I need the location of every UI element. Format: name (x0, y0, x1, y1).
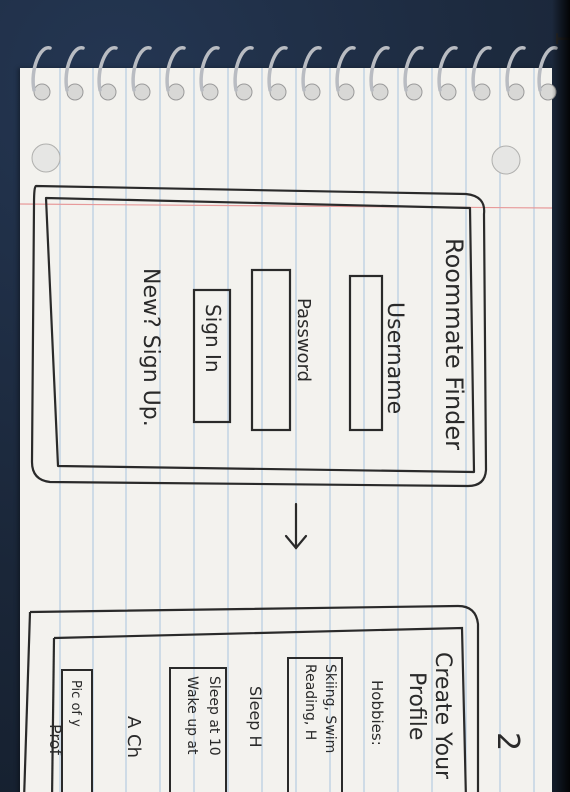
profile-title-1: Create Your (430, 652, 455, 780)
screen-number-2: 2 (490, 732, 525, 751)
password-label: Password (293, 298, 314, 382)
down-arrow-icon (284, 502, 308, 550)
photo-field[interactable] (61, 669, 93, 792)
action-text-1: Pic of y (68, 680, 83, 727)
app-title: Roommate Finder (440, 238, 468, 450)
phone-frame-2 (23, 604, 480, 792)
username-input[interactable] (348, 274, 384, 432)
hobbies-label: Hobbies: (368, 680, 386, 746)
page-edge-shadow (552, 0, 570, 792)
hobbies-field[interactable] (287, 657, 343, 792)
profile-title-2: Profile (404, 672, 429, 740)
action-text-2: Prof (46, 724, 65, 755)
sign-in-button[interactable]: Sign In (192, 288, 232, 424)
sleep-text-2: Wake up at (184, 676, 200, 755)
hobbies-text-1: Skiing, Swim (322, 664, 338, 753)
hobbies-text-2: Reading, H (302, 664, 318, 740)
sleep-field[interactable] (169, 667, 227, 792)
action-label: A Ch (123, 716, 144, 758)
sleep-text-1: Sleep at 10 (206, 676, 222, 756)
username-label: Username (382, 302, 407, 414)
sleep-label: Sleep H (246, 686, 265, 748)
phone-frame-1 (30, 184, 488, 488)
sign-in-label: Sign In (201, 304, 225, 373)
spiral-binding (31, 46, 558, 175)
sign-up-link[interactable]: New? Sign Up. (138, 268, 163, 427)
password-input[interactable] (250, 268, 292, 432)
